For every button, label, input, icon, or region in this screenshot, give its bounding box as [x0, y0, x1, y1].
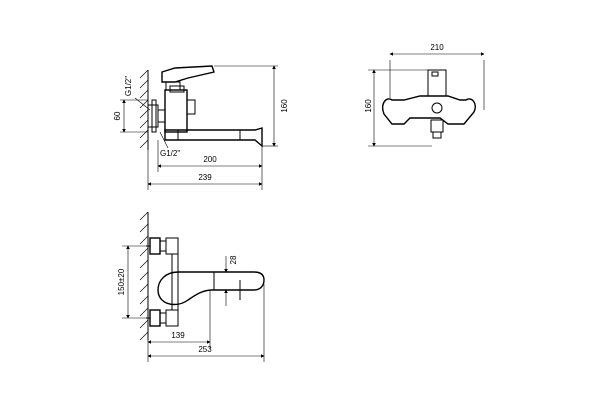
dim-60-side-label: 60 — [113, 111, 122, 120]
dim-200-label: 200 — [203, 155, 217, 164]
top-view: 150±20 28 139 253 — [117, 211, 265, 362]
thread-label-top: G1/2" — [124, 76, 151, 111]
dim-160-side: 160 — [214, 65, 289, 147]
dim-200: 200 — [157, 140, 263, 190]
dim-150: 150±20 — [117, 245, 146, 319]
dim-160-side-label: 160 — [280, 99, 289, 113]
thread-label-bottom: G1/2" — [159, 131, 180, 158]
faucet-body-front — [382, 69, 476, 139]
faucet-body-side — [161, 65, 263, 148]
dim-28: 28 — [214, 255, 238, 306]
dim-253-label: 253 — [198, 345, 212, 354]
wall-hatch-top — [139, 211, 149, 341]
thread-bottom-label: G1/2" — [160, 149, 180, 158]
dim-210: 210 — [389, 43, 485, 110]
upper-connector — [146, 237, 179, 255]
dim-253: 253 — [147, 284, 265, 362]
side-view: 160 60 G1/2" G1/2" 200 — [113, 65, 289, 190]
dim-28-label: 28 — [229, 255, 238, 264]
dim-139: 139 — [147, 290, 211, 348]
thread-top-label: G1/2" — [124, 76, 133, 96]
dim-139-label: 139 — [171, 331, 185, 340]
dim-160-front-label: 160 — [364, 99, 373, 113]
dim-239-label: 239 — [198, 173, 212, 182]
wall-hatch — [139, 69, 149, 150]
dim-239: 239 — [147, 150, 263, 190]
dim-210-label: 210 — [430, 43, 444, 52]
lower-connector — [146, 309, 179, 327]
dim-150-label: 150±20 — [117, 268, 126, 295]
faucet-body-top — [157, 254, 265, 310]
dim-60-side: 60 — [113, 99, 148, 133]
dim-160-front: 160 — [364, 69, 432, 147]
wall-connector — [147, 99, 165, 133]
front-view: 210 160 — [364, 43, 485, 147]
